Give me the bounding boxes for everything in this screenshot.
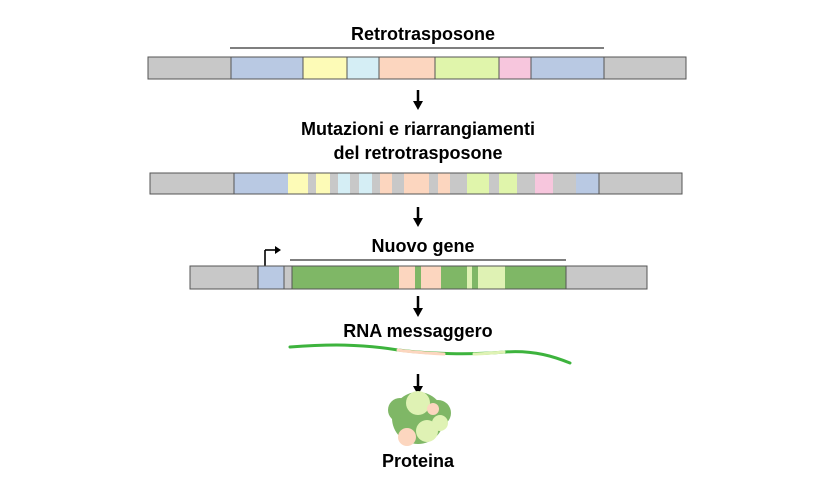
protein-icon	[388, 391, 451, 446]
retrotransposon-dna-strand	[147, 56, 687, 80]
segment-yellow	[302, 56, 348, 80]
segment-yellow	[316, 173, 330, 194]
mutations-label-line2: del retrotrasposone	[333, 143, 502, 163]
promoter-arrow-icon	[264, 246, 281, 266]
gene-peach-segment	[421, 266, 441, 289]
down-arrow-3	[413, 296, 423, 317]
mrna-light-segment	[472, 350, 506, 356]
retrotransposon-label: Retrotrasposone	[351, 24, 495, 44]
segment-cyan	[346, 56, 380, 80]
mrna-strand	[288, 343, 572, 365]
segment-pink	[535, 173, 553, 194]
promoter-segment	[257, 265, 285, 290]
right-flank	[598, 172, 683, 195]
gene-light-segment	[478, 266, 505, 289]
gene-peach-segment	[399, 266, 415, 289]
segment-peach	[380, 173, 392, 194]
right-flank	[565, 265, 648, 290]
segment-peach	[438, 173, 450, 194]
segment-blue-2	[530, 56, 605, 80]
spacer	[283, 265, 293, 290]
new-gene-label: Nuovo gene	[371, 236, 474, 256]
left-flank	[149, 172, 235, 195]
gene-light-segment	[467, 266, 472, 289]
left-flank	[147, 56, 232, 80]
protein-label: Proteina	[382, 451, 455, 471]
mrna-peach-segment	[396, 348, 446, 356]
mutations-label-line1: Mutazioni e riarrangiamenti	[301, 119, 535, 139]
right-flank	[603, 56, 687, 80]
segment-lime	[499, 173, 517, 194]
segment-yellow	[288, 173, 308, 194]
segment-lime	[467, 173, 489, 194]
left-flank	[189, 265, 259, 290]
segment-blue-2	[576, 173, 599, 194]
segment-blue	[234, 173, 288, 194]
down-arrow-2	[413, 207, 423, 227]
segment-blue	[230, 56, 304, 80]
segment-pink	[498, 56, 532, 80]
down-arrow-4	[413, 374, 423, 395]
segment-cyan	[338, 173, 350, 194]
down-arrow-1	[413, 90, 423, 110]
segment-peach	[404, 173, 429, 194]
segment-cyan	[359, 173, 372, 194]
segment-lime	[434, 56, 500, 80]
new-gene-dna-strand	[189, 265, 648, 290]
segment-peach	[378, 56, 436, 80]
mrna-label: RNA messaggero	[343, 321, 492, 341]
mutated-dna-strand	[149, 172, 683, 195]
